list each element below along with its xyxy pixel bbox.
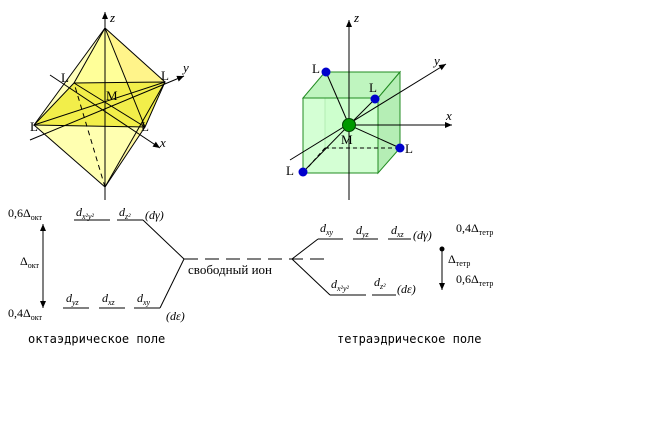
octahedron-x-label: x: [159, 135, 166, 150]
oct-correlation-line: [159, 258, 185, 309]
tetrahedral-splitting: dxy dyz dxz (dγ) 0,4Δтетр Δтетр 0,6Δтетр…: [291, 221, 493, 346]
cube-front-face: [302, 97, 379, 174]
oct-lower-orbital: dyz: [66, 291, 80, 307]
cube-ligand-atom: [321, 67, 331, 77]
tet-upper-orbital: dyz: [356, 223, 370, 239]
octahedron-ligand-label: L: [61, 70, 69, 85]
tet-lower-orbital: dx²y²: [331, 277, 350, 293]
cube-ligand-label: L: [405, 141, 413, 156]
oct-delta-label: Δокт: [20, 254, 40, 270]
tet-upper-orbital: dxy: [320, 221, 334, 237]
octahedron-x-axis: [49, 74, 161, 149]
tet-upper-energy: 0,4Δтетр: [456, 221, 493, 237]
oct-correlation-line: [142, 219, 185, 260]
cube-figure: z y x M L L L L: [286, 10, 452, 200]
oct-upper-set-label: (dγ): [145, 208, 164, 222]
cube-ligand-label: L: [312, 61, 320, 76]
cube-x-label: x: [445, 108, 452, 123]
oct-upper-orbital: dx²y²: [76, 205, 95, 221]
tet-upper-orbital: dxz: [391, 223, 405, 239]
cube-metal-label: M: [341, 132, 353, 147]
octahedron-ligand-label: L: [161, 68, 169, 83]
tet-correlation-line: [291, 258, 331, 296]
octahedron-y-label: y: [181, 60, 189, 75]
octahedron-z-label: z: [109, 10, 115, 25]
octahedron-figure: z y x M L L L L: [29, 10, 189, 200]
free-ion-label: свободный ион: [188, 262, 272, 277]
octahedron-ligand-label: L: [141, 119, 149, 134]
octahedron-metal-label: M: [106, 88, 118, 103]
cube-metal-atom: [342, 118, 356, 132]
free-ion-label-bg: [186, 262, 296, 278]
cube-ligand-atom: [370, 94, 380, 104]
cube-ligand-atom: [395, 143, 405, 153]
oct-lower-orbital: dxz: [102, 291, 116, 307]
oct-lower-orbital: dxy: [137, 291, 151, 307]
oct-upper-energy: 0,6Δокт: [8, 206, 43, 222]
oct-upper-orbital: dz²: [119, 205, 131, 221]
cube-ligand-atom: [298, 167, 308, 177]
cube-y-label: y: [432, 53, 440, 68]
tet-correlation-line: [291, 238, 319, 260]
tet-lower-set-label: (dε): [397, 282, 416, 296]
cube-ligand-label: L: [286, 163, 294, 178]
oct-caption: октаэдрическое поле: [28, 332, 165, 346]
tet-caption: тетраэдрическое поле: [337, 332, 482, 346]
cube-ligand-label: L: [369, 80, 377, 95]
octahedron-ligand-label: L: [30, 119, 38, 134]
octahedron-lower-body: [34, 125, 145, 187]
tet-lower-energy: 0,6Δтетр: [456, 272, 493, 288]
tet-delta-label: Δтетр: [448, 252, 470, 268]
tet-lower-orbital: dz²: [374, 275, 386, 291]
cube-z-label: z: [353, 10, 359, 25]
octahedral-splitting: 0,6Δокт dx²y² dz² (dγ) Δокт 0,4Δокт dyz …: [8, 205, 185, 346]
oct-lower-set-label: (dε): [166, 309, 185, 323]
cube-y-axis: [289, 63, 447, 161]
tet-upper-set-label: (dγ): [413, 228, 432, 242]
free-ion: свободный ион: [184, 258, 326, 278]
oct-lower-energy: 0,4Δокт: [8, 306, 43, 322]
octahedron-y-axis: [29, 75, 185, 141]
